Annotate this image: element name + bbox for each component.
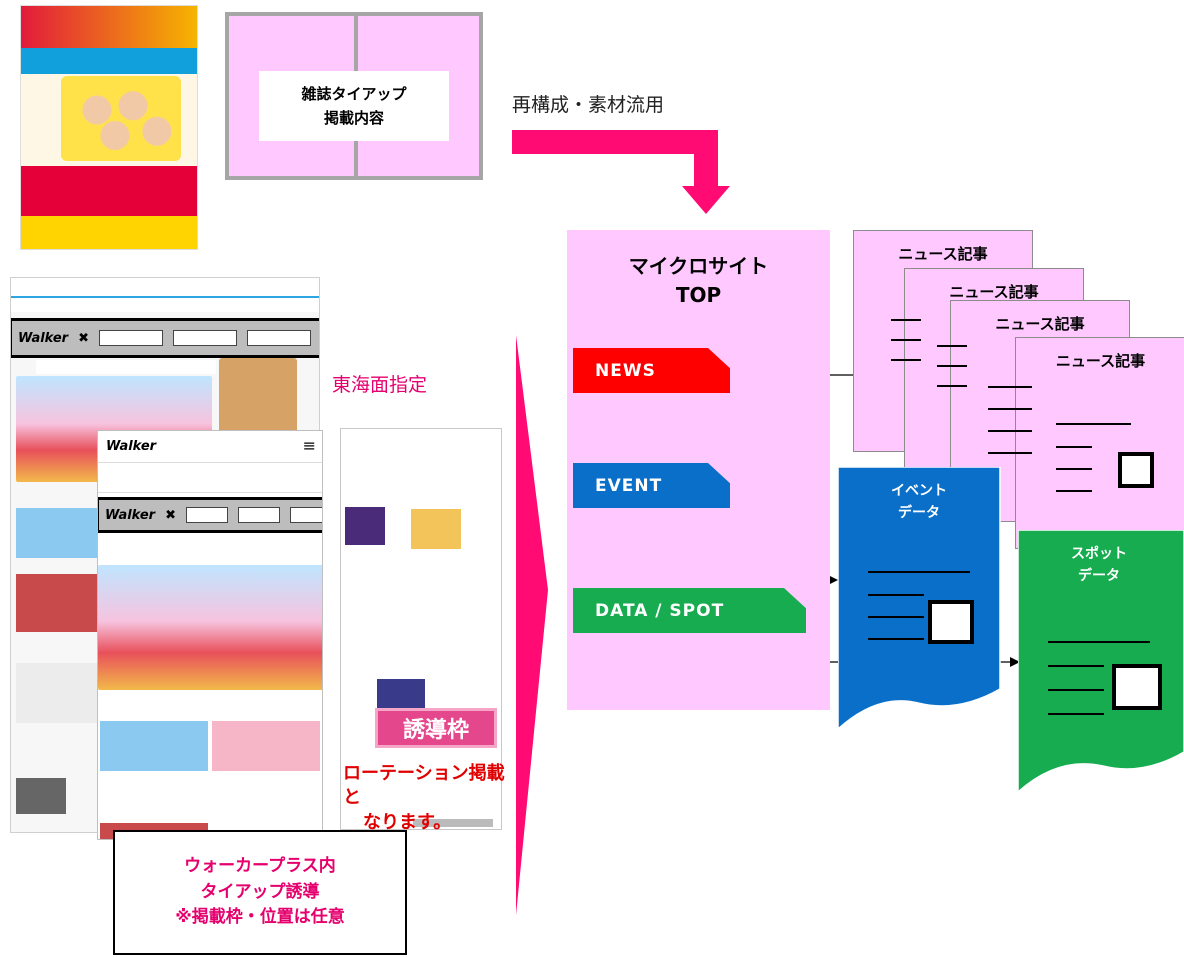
ranking-page-mock [340, 428, 502, 830]
banner-slot [99, 330, 164, 346]
spread-label-line1: 雑誌タイアップ [301, 85, 407, 103]
image-icon [1118, 452, 1154, 488]
pc-tieup-banner[interactable]: Walker ✖ [11, 318, 319, 358]
event-data-doc[interactable] [838, 467, 1002, 737]
pc-nav [11, 278, 319, 298]
sp-header: Walker ≡ [98, 431, 322, 463]
close-icon: ✖ [165, 507, 177, 523]
spot-doc-line2: データ [1078, 568, 1120, 585]
pc-thumb[interactable] [16, 508, 106, 558]
rotation-note: ローテーション掲載と なります。 [343, 762, 518, 835]
rc-thumb[interactable] [345, 507, 385, 545]
reuse-label: 再構成・素材流用 [512, 94, 665, 116]
banner-brand: Walker [18, 330, 69, 346]
note-line2: タイアップ誘導 [200, 881, 320, 902]
event-tag[interactable]: EVENT [573, 463, 730, 508]
sp-logo: Walker [106, 439, 157, 454]
news-card-title: ニュース記事 [898, 245, 988, 263]
spot-data-doc[interactable] [1018, 530, 1184, 800]
news-card-title: ニュース記事 [995, 315, 1085, 333]
spot-doc-title: スポット データ [1018, 543, 1180, 588]
banner-brand: Walker [105, 507, 156, 523]
banner-slot [186, 507, 229, 523]
news-card-title: ニュース記事 [949, 283, 1039, 301]
microsite-title: マイクロサイト TOP [567, 252, 830, 310]
news-card-title: ニュース記事 [1055, 352, 1146, 370]
image-icon [1112, 664, 1162, 710]
walkerplus-note: ウォーカープラス内 タイアップ誘導 ※掲載枠・位置は任意 [113, 830, 407, 955]
event-doc-line1: イベント [891, 483, 947, 499]
cover-photo [61, 76, 181, 161]
event-doc-title: イベント データ [838, 480, 1000, 525]
banner-slot [238, 507, 281, 523]
sp-feature-heading [138, 541, 288, 555]
sp-tabs[interactable] [98, 469, 322, 493]
banner-slot [290, 507, 322, 523]
event-doc-line2: データ [898, 505, 940, 522]
spot-tag[interactable]: DATA / SPOT [573, 588, 806, 633]
news-card[interactable]: ニュース記事 [988, 337, 1184, 549]
sp-tieup-banner[interactable]: Walker ✖ [98, 497, 322, 533]
spread-label-line2: 掲載内容 [323, 109, 384, 127]
rotation-line2: なります。 [363, 811, 452, 833]
spot-doc-line1: スポット [1071, 546, 1127, 562]
flow-wedge [516, 335, 548, 915]
pc-subnav [11, 298, 319, 312]
image-icon [928, 600, 974, 644]
rc-header [341, 429, 501, 449]
pc-thumb[interactable] [16, 574, 106, 632]
sp-page-mock: Walker ≡ Walker ✖ [97, 430, 323, 840]
rotation-line1: ローテーション掲載と [343, 763, 505, 809]
pc-box [16, 663, 106, 723]
sp-thumb[interactable] [212, 721, 320, 771]
banner-slot [247, 330, 312, 346]
note-line1: ウォーカープラス内 [184, 856, 336, 877]
magazine-spread: 雑誌タイアップ 掲載内容 [225, 12, 483, 180]
sp-feature-banner[interactable] [98, 565, 322, 690]
magazine-cover [20, 5, 198, 250]
menu-icon[interactable]: ≡ [302, 436, 316, 455]
guide-frame-badge: 誘導枠 [375, 708, 497, 748]
reuse-arrow [512, 130, 730, 214]
region-label: 東海面指定 [332, 374, 428, 396]
sp-thumb[interactable] [100, 721, 208, 771]
spread-label: 雑誌タイアップ 掲載内容 [259, 71, 449, 141]
pc-thumb[interactable] [16, 778, 66, 814]
microsite-title-line1: マイクロサイト [628, 254, 769, 278]
microsite-title-line2: TOP [675, 283, 722, 307]
news-tag[interactable]: NEWS [573, 348, 730, 393]
rc-bar [413, 819, 493, 827]
close-icon: ✖ [78, 330, 90, 346]
rc-thumb[interactable] [411, 509, 461, 549]
note-line3: ※掲載枠・位置は任意 [175, 907, 345, 928]
pc-feature-heading [36, 360, 216, 374]
banner-slot [173, 330, 238, 346]
